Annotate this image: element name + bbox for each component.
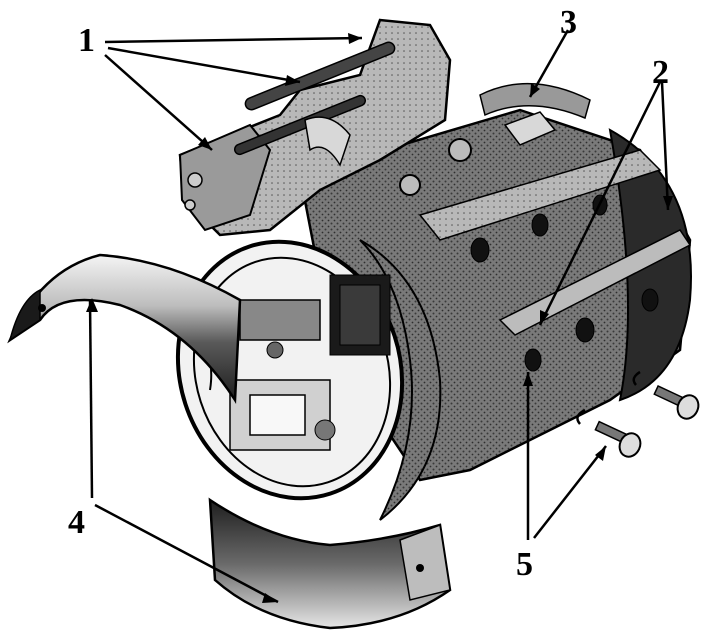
leader-lines xyxy=(88,29,670,604)
callout-label-2: 2 xyxy=(652,54,669,91)
callout-label-1: 1 xyxy=(78,22,95,59)
screw-upper xyxy=(632,370,700,420)
cover-band-upper xyxy=(7,253,242,404)
callout-label-3: 3 xyxy=(560,4,577,41)
bracket-rod xyxy=(244,41,396,111)
cover-band-lower xyxy=(208,497,452,630)
housing-top-rib xyxy=(418,149,662,241)
clip-bracket xyxy=(399,82,591,196)
housing-holes xyxy=(470,194,659,372)
leader-arrowheads xyxy=(86,33,673,603)
screw-lower xyxy=(576,408,642,458)
mounting-brackets xyxy=(178,18,452,237)
callout-label-5: 5 xyxy=(516,546,533,583)
callout-label-4: 4 xyxy=(68,504,85,541)
